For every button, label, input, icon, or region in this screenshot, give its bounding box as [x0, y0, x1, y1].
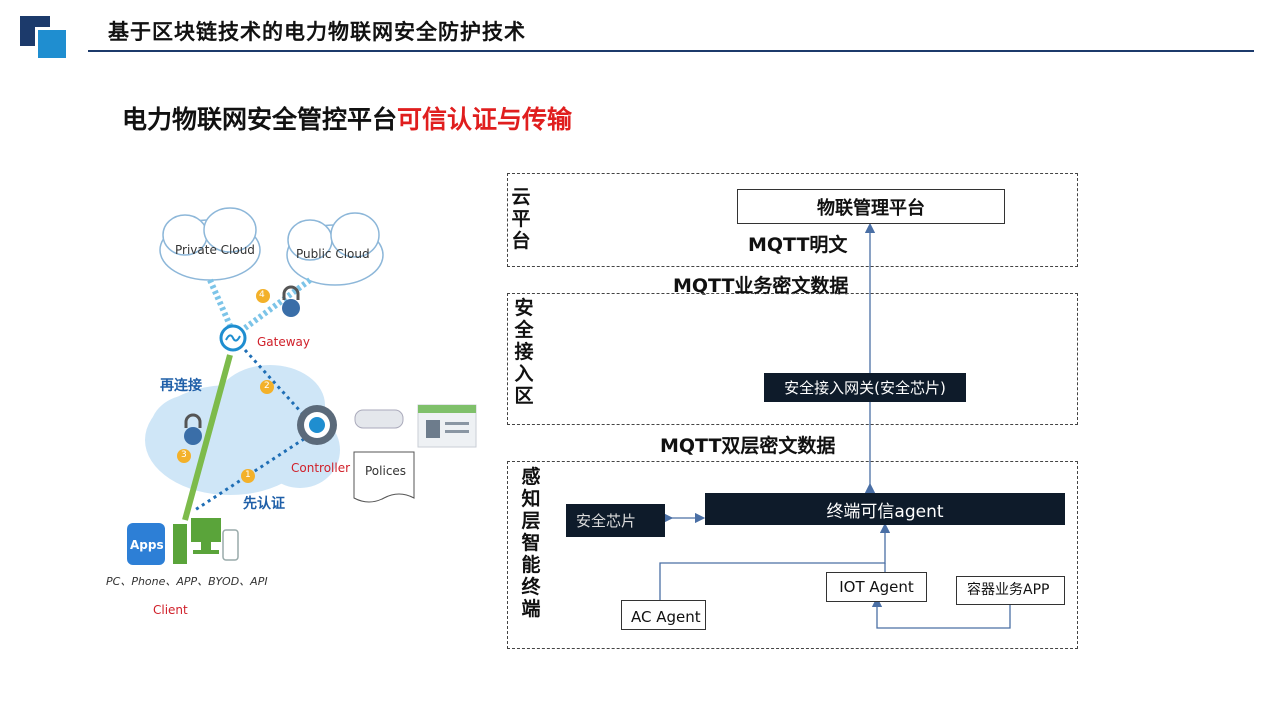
policies-label: Polices	[365, 464, 407, 478]
public-cloud-icon	[286, 212, 384, 286]
secure-access-zone	[507, 293, 1078, 425]
page-title: 基于区块链技术的电力物联网安全防护技术	[108, 20, 526, 44]
mqtt-plaintext-label: MQTT明文	[748, 234, 848, 256]
iot-management-platform-box: 物联管理平台	[737, 189, 1005, 224]
apps-icon	[127, 523, 165, 565]
section-subtitle: 电力物联网安全管控平台可信认证与传输	[122, 100, 572, 136]
trusted-agent-box: 终端可信agent	[705, 493, 1065, 525]
controller-gear-icon	[297, 405, 337, 445]
access-zone-label: 安全接入区	[514, 297, 534, 407]
network-illustration	[127, 207, 477, 565]
gateway-label: Gateway	[257, 335, 311, 349]
mqtt-business-cipher-label: MQTT业务密文数据	[673, 275, 849, 297]
lock-icon-public	[282, 285, 300, 317]
cloud-zone-label: 云平台	[511, 186, 531, 252]
controller-label: Controller	[291, 461, 351, 475]
ac-agent-box: AC Agent	[621, 600, 706, 630]
step-4-badge: 4	[259, 290, 265, 300]
first-auth-label: 先认证	[243, 496, 285, 512]
background-cloud	[145, 365, 340, 495]
client-label: Client	[153, 603, 188, 617]
cloud-platform-zone	[507, 173, 1078, 267]
id-card-icon	[417, 404, 477, 448]
iot-agent-box: IOT Agent	[826, 572, 927, 602]
architecture-connectors	[659, 222, 1011, 629]
apps-label: Apps	[130, 538, 164, 552]
subtitle-highlight: 可信认证与传输	[397, 105, 573, 134]
client-types-label: PC、Phone、APP、BYOD、API	[106, 575, 268, 588]
container-app-box: 容器业务APP	[956, 576, 1065, 605]
security-chip-box: 安全芯片	[566, 504, 665, 537]
pc-icon	[173, 518, 221, 564]
private-cloud-label: Private Cloud	[175, 243, 255, 257]
perception-layer-zone	[507, 461, 1078, 649]
lock-icon-reconnect	[184, 413, 202, 445]
logo-square-blue	[35, 27, 69, 61]
title-divider	[88, 50, 1254, 52]
perception-zone-label: 感知层智能终端	[521, 466, 541, 620]
public-cloud-label: Public Cloud	[296, 247, 370, 261]
step-1-badge: 1	[245, 470, 251, 480]
phone-icon	[222, 529, 239, 561]
policies-document-icon	[353, 451, 415, 503]
usb-key-icon	[354, 409, 404, 429]
mqtt-double-cipher-label: MQTT双层密文数据	[660, 435, 836, 457]
secure-access-gateway-box: 安全接入网关(安全芯片)	[764, 373, 966, 402]
reconnect-label: 再连接	[160, 378, 202, 394]
subtitle-main: 电力物联网安全管控平台	[122, 105, 398, 134]
step-3-badge: 3	[181, 450, 187, 460]
step-2-badge: 2	[264, 381, 270, 391]
